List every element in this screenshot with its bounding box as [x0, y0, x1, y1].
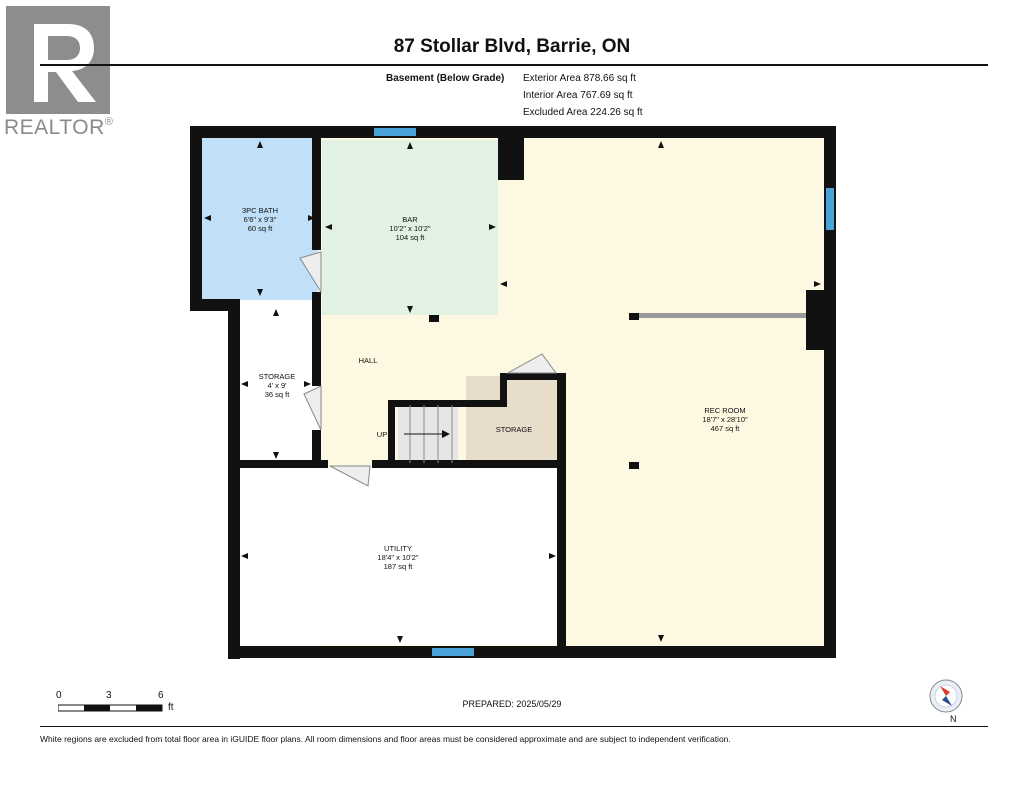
rec-area: 467 sq ft	[710, 424, 740, 433]
room-label-storage-2: STORAGE	[495, 425, 533, 434]
storage1-area: 36 sq ft	[264, 390, 290, 399]
dimension-arrows	[204, 141, 821, 643]
prepared-date: PREPARED: 2025/05/29	[462, 699, 562, 709]
footer-rule	[40, 726, 988, 727]
room-label-storage-1: STORAGE 4' x 9' 36 sq ft	[242, 372, 312, 399]
exterior-area: Exterior Area 878.66 sq ft	[523, 73, 636, 84]
rec-dims: 18'7" x 28'10"	[702, 415, 748, 424]
storage1-dims: 4' x 9'	[267, 381, 287, 390]
rec-name: REC ROOM	[704, 406, 746, 415]
utility-name: UTILITY	[384, 544, 412, 553]
storage2-fill	[466, 376, 560, 461]
storage1-name: STORAGE	[258, 372, 296, 381]
level-name: Basement (Below Grade)	[386, 73, 505, 84]
bar-dims: 10'2" x 10'2"	[389, 224, 431, 233]
bath-fill	[200, 137, 318, 300]
windows	[374, 128, 834, 656]
bath-dims: 6'6" x 9'3"	[243, 215, 277, 224]
excluded-area: Excluded Area 224.26 sq ft	[523, 107, 643, 118]
compass-icon	[929, 679, 963, 713]
bar-name: BAR	[402, 215, 418, 224]
bar-fill	[322, 140, 498, 315]
page-title: 87 Stollar Blvd, Barrie, ON	[393, 36, 631, 57]
storage1-fill	[238, 306, 314, 463]
realtor-r-mark-icon	[6, 6, 110, 114]
compass-north-label: N	[950, 714, 957, 724]
interior-area: Interior Area 767.69 sq ft	[523, 90, 633, 101]
bath-area: 60 sq ft	[247, 224, 273, 233]
room-label-rec-room: REC ROOM 18'7" x 28'10" 467 sq ft	[670, 406, 780, 433]
bath-name: 3PC BATH	[241, 206, 279, 215]
bar-area: 104 sq ft	[395, 233, 425, 242]
utility-area: 187 sq ft	[383, 562, 413, 571]
footer-disclaimer: White regions are excluded from total fl…	[40, 734, 731, 744]
compass: N	[928, 678, 968, 724]
title-rule	[40, 64, 988, 66]
scale-unit: ft	[168, 702, 174, 713]
utility-dims: 18'4" x 10'2"	[377, 553, 419, 562]
utility-fill	[238, 467, 560, 645]
scale-bar-graphic	[58, 704, 163, 712]
scale-label-6: 6	[158, 690, 164, 701]
walls	[190, 126, 836, 659]
room-label-hall: HALL	[358, 356, 378, 365]
realtor-logo-text: REALTOR®	[4, 116, 114, 139]
scale-label-0: 0	[56, 690, 62, 701]
room-label-utility: UTILITY 18'4" x 10'2" 187 sq ft	[343, 544, 453, 571]
scale-label-3: 3	[106, 690, 112, 701]
room-label-bath: 3PC BATH 6'6" x 9'3" 60 sq ft	[205, 206, 315, 233]
realtor-logo[interactable]	[6, 6, 110, 140]
scale-bar: 0 3 6 ft	[54, 690, 184, 716]
doors	[299, 251, 557, 487]
room-label-bar: BAR 10'2" x 10'2" 104 sq ft	[355, 215, 465, 242]
room-label-up: UP	[376, 430, 388, 439]
